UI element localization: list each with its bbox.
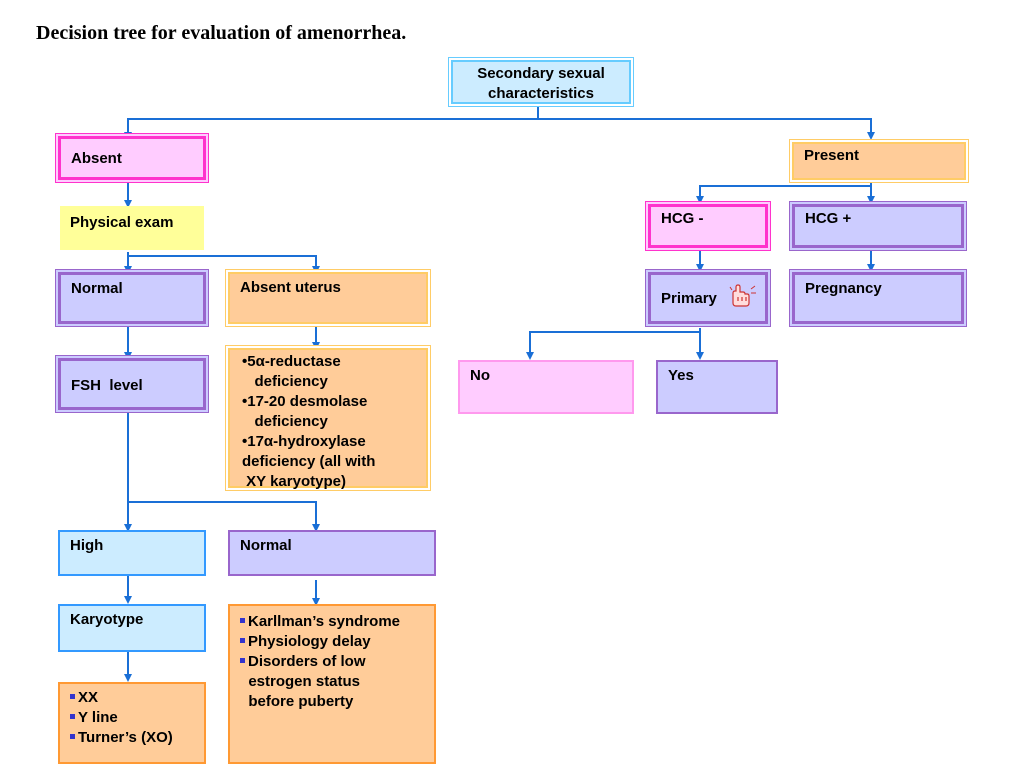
uterus-cause-line: deficiency <box>242 413 328 430</box>
uterus-cause-line: XY karyotype) <box>242 473 346 490</box>
bullet-square-icon <box>240 638 245 643</box>
normal-causes-list: Karllman’s syndrome Physiology delay Dis… <box>240 612 434 712</box>
page-title: Decision tree for evaluation of amenorrh… <box>36 22 407 44</box>
bullet-square-icon <box>70 694 75 699</box>
node-absent-uterus: Absent uterus <box>228 272 428 324</box>
list-item: Y line <box>70 708 204 728</box>
node-fsh-level: FSH level <box>58 358 206 410</box>
list-item: XX <box>70 688 204 708</box>
list-item: Turner’s (XO) <box>70 728 204 748</box>
uterus-cause-line: •5α-reductase <box>242 353 341 370</box>
node-normal-fsh: Normal <box>228 530 436 576</box>
node-hcg-negative: HCG - <box>648 204 768 248</box>
node-karyotype: Karyotype <box>58 604 206 652</box>
bullet-square-icon <box>240 618 245 623</box>
node-karyotype-list: Karllman’s syndrome Physiology delay Dis… <box>228 604 436 764</box>
node-secondary-sexual-characteristics: Secondary sexual characteristics <box>451 60 631 104</box>
primary-label: Primary <box>661 289 717 307</box>
list-item: Karllman’s syndrome <box>240 612 434 632</box>
node-normal-physical: Normal <box>58 272 206 324</box>
node-hcg-positive: HCG + <box>792 204 964 248</box>
node-primary: Primary <box>648 272 768 324</box>
hand-pointing-icon <box>727 283 757 315</box>
list-item: Physiology delay <box>240 632 434 652</box>
bullet-square-icon <box>240 658 245 663</box>
node-pregnancy: Pregnancy <box>792 272 964 324</box>
node-high: High <box>58 530 206 576</box>
uterus-cause-line: •17α-hydroxylase <box>242 433 366 450</box>
uterus-causes-list: •5α-reductase deficiency •17-20 desmolas… <box>242 352 426 492</box>
karyotype-results-list: XX Y line Turner’s (XO) <box>70 688 204 748</box>
node-karyotype-results: XX Y line Turner’s (XO) <box>58 682 206 764</box>
node-no: No <box>458 360 634 414</box>
node-physical-exam: Physical exam <box>60 206 204 250</box>
node-uterus-causes: •5α-reductase deficiency •17-20 desmolas… <box>228 348 428 490</box>
uterus-cause-line: deficiency (all with <box>242 453 376 470</box>
uterus-cause-line: •17-20 desmolase <box>242 393 368 410</box>
list-item: before puberty <box>240 693 354 710</box>
node-present: Present <box>792 142 966 180</box>
list-item: Disorders of low <box>240 652 434 672</box>
node-absent: Absent <box>58 136 206 180</box>
bullet-square-icon <box>70 714 75 719</box>
bullet-square-icon <box>70 734 75 739</box>
list-item: estrogen status <box>240 673 361 690</box>
node-yes: Yes <box>656 360 778 414</box>
uterus-cause-line: deficiency <box>242 373 328 390</box>
